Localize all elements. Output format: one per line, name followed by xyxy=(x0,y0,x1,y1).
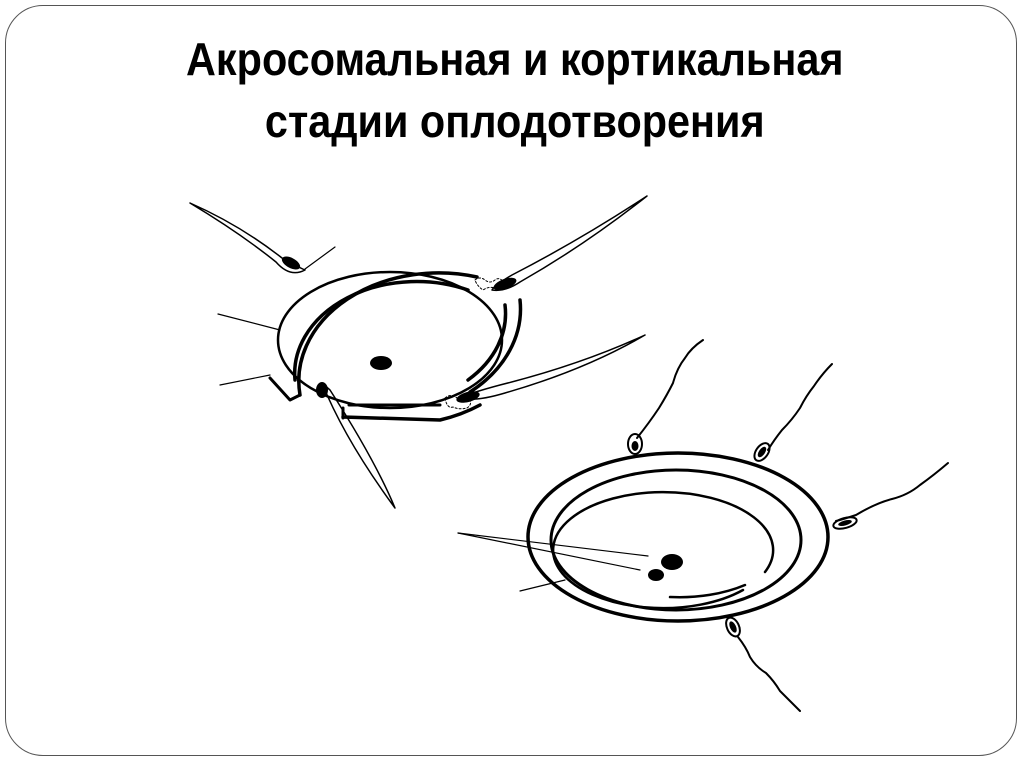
zona-outer xyxy=(297,271,479,397)
sperm-2 xyxy=(474,195,648,292)
sperm-1 xyxy=(189,202,306,274)
male-pronucleus xyxy=(661,554,683,570)
sperm-8 xyxy=(725,616,801,712)
title-line-2: стадии оплодотворения xyxy=(264,95,765,147)
sperm-3 xyxy=(444,334,646,410)
fertilization-membrane-outer xyxy=(526,451,830,623)
zona-inner xyxy=(292,279,470,382)
sperm-7 xyxy=(832,462,949,530)
oocyte-membrane-2 xyxy=(551,490,775,610)
zona-outer-right xyxy=(468,298,523,394)
slide-frame xyxy=(5,5,1017,756)
female-pronucleus xyxy=(648,569,664,581)
egg-acrosomal-stage xyxy=(189,195,648,509)
slide-title: Акросомальная и кортикальная стадии опло… xyxy=(54,28,976,152)
egg-cortical-stage xyxy=(457,339,949,712)
title-line-1: Акросомальная и кортикальная xyxy=(186,33,844,85)
zona-bottom-segment xyxy=(341,403,482,422)
sperm-5 xyxy=(627,339,704,455)
oocyte-membrane xyxy=(276,270,504,410)
sperm-6 xyxy=(753,363,833,462)
sperm-4 xyxy=(316,382,396,509)
nucleus xyxy=(370,356,392,370)
fertilization-membrane-inner xyxy=(549,468,803,612)
